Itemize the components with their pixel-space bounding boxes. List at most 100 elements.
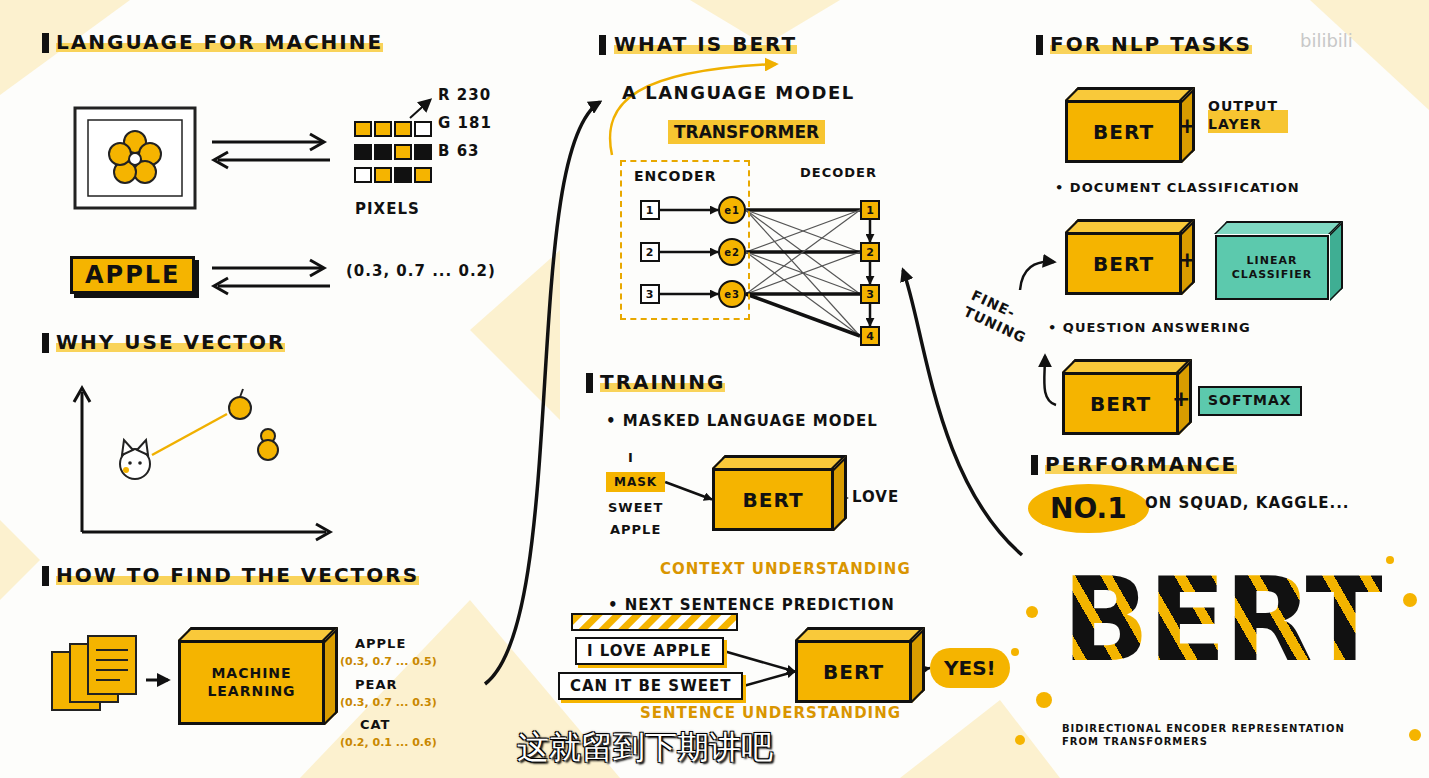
node-text: MASK: [614, 475, 657, 489]
heading: FOR NLP TASKS: [1050, 32, 1252, 56]
logo-dots: [1026, 606, 1038, 618]
flow-arrow: [869, 220, 872, 242]
document-stack: [88, 636, 136, 694]
pointer-arrow: [410, 100, 430, 118]
document-stack: [96, 669, 128, 671]
node-text: 2: [646, 246, 655, 259]
heading-bars: [42, 33, 49, 53]
pixel-grid: [395, 145, 411, 159]
picture-frame: [75, 108, 195, 208]
vector-axes: [74, 388, 330, 540]
attention-line: [746, 210, 860, 294]
logo-dots: [1011, 556, 1421, 745]
logo-dots: [1036, 692, 1052, 708]
node-text: SOFTMAX: [1208, 392, 1292, 410]
document-stack: [96, 649, 128, 651]
channel-value: B 63: [438, 142, 480, 160]
logo-subtitle: BIDIRECTIONAL ENCODER REPRESENTATION FRO…: [1062, 722, 1362, 748]
big-arrow: [485, 102, 1022, 684]
flow-arrow: [743, 672, 795, 687]
logo-dots: [1011, 648, 1019, 656]
heading-bars: [586, 373, 593, 393]
channel-value: R 230: [438, 86, 491, 104]
node-text: I LOVE APPLE: [587, 642, 712, 660]
flow-arrow: [146, 679, 168, 682]
logo-dots: [1403, 593, 1417, 607]
striped-bar: [572, 614, 737, 630]
node-text: BERT: [823, 660, 884, 684]
vector-value: (0.3, 0.7 ... 0.5): [340, 655, 437, 668]
pixel-grid: [355, 168, 371, 182]
attention-line: [746, 294, 860, 336]
logo-dots: [1015, 735, 1025, 745]
pixel-grid: [395, 168, 411, 182]
node-text: BERT: [1093, 120, 1154, 144]
document-stack: [52, 636, 136, 710]
fine-tuning-arrow: [1020, 262, 1054, 290]
heading: TRAINING: [600, 370, 725, 394]
vector-figures: [240, 389, 243, 397]
heading-bars: [42, 33, 1043, 586]
double-arrow: [214, 152, 228, 168]
picture-frame: [109, 143, 131, 165]
plus-sign: +: [1172, 386, 1190, 411]
picture-frame: [129, 153, 141, 165]
answer-blob: YES!: [930, 648, 1010, 688]
pixel-grid: [355, 122, 431, 182]
pointer-arrow: [410, 100, 430, 118]
input-square: 3: [640, 284, 660, 304]
node-text: e3: [724, 289, 740, 300]
sentence-strip: CAN IT BE SWEET: [558, 672, 743, 700]
softmax-box: SOFTMAX: [1198, 386, 1302, 416]
attention-line: [746, 292, 860, 296]
document-stack: [96, 679, 120, 681]
picture-frame: [75, 108, 195, 208]
attention-line: [746, 210, 860, 252]
bert-box: BERT: [1065, 100, 1182, 163]
attention-line: [746, 210, 860, 336]
word-label: APPLE: [355, 636, 406, 651]
double-arrow: [218, 159, 330, 162]
input-square: 2: [640, 242, 660, 262]
highlight-label: TRANSFORMER: [668, 120, 825, 144]
flow-arrow: [724, 651, 795, 672]
bullet-item: • DOCUMENT CLASSIFICATION: [1055, 180, 1300, 195]
flow-arrow: [660, 251, 718, 254]
logo-text: BERT: [1062, 560, 1382, 681]
background-shapes: [0, 520, 40, 600]
attention-line: [746, 208, 860, 212]
fine-tuning-arrow: [1044, 356, 1056, 405]
pixel-grid: [415, 168, 431, 182]
background-shapes: [1310, 0, 1429, 110]
background-shapes: [900, 700, 1060, 778]
heading-bars: [42, 566, 49, 586]
word-label: CAT: [360, 717, 390, 732]
encoder-region: ENCODER123e1e2e3: [620, 160, 750, 320]
striped-bar: [572, 614, 737, 630]
double-arrow: [214, 278, 228, 294]
vector-value: (0.2, 0.1 ... 0.6): [340, 736, 437, 749]
node-text: BERT: [742, 488, 803, 512]
heading-bars: [1036, 35, 1043, 55]
heading-bars: [599, 35, 606, 55]
word-label: APPLE: [610, 522, 661, 537]
vector-figures: [152, 414, 227, 455]
pixel-grid: [375, 122, 391, 136]
output-word: LOVE: [852, 488, 899, 506]
plus-sign: +: [1178, 247, 1196, 272]
heading: HOW TO FIND THE VECTORS: [56, 563, 419, 587]
heading: WHAT IS BERT: [614, 32, 797, 56]
pixel-grid: [415, 145, 431, 159]
decoder-square: 4: [860, 326, 880, 346]
document-stack: [96, 659, 128, 661]
attention-line: [746, 210, 860, 294]
encoding-circle: e1: [718, 196, 746, 224]
node-text: MACHINE LEARNING: [189, 665, 314, 700]
classifier-box: LINEAR CLASSIFIER: [1215, 235, 1329, 300]
node-text: APPLE: [85, 261, 180, 289]
node-text: BERT: [1093, 252, 1154, 276]
heading: PERFORMANCE: [1045, 452, 1237, 476]
encoding-circle: e3: [718, 280, 746, 308]
vector-axes: [74, 388, 90, 402]
node-text: LINEAR CLASSIFIER: [1225, 254, 1319, 282]
